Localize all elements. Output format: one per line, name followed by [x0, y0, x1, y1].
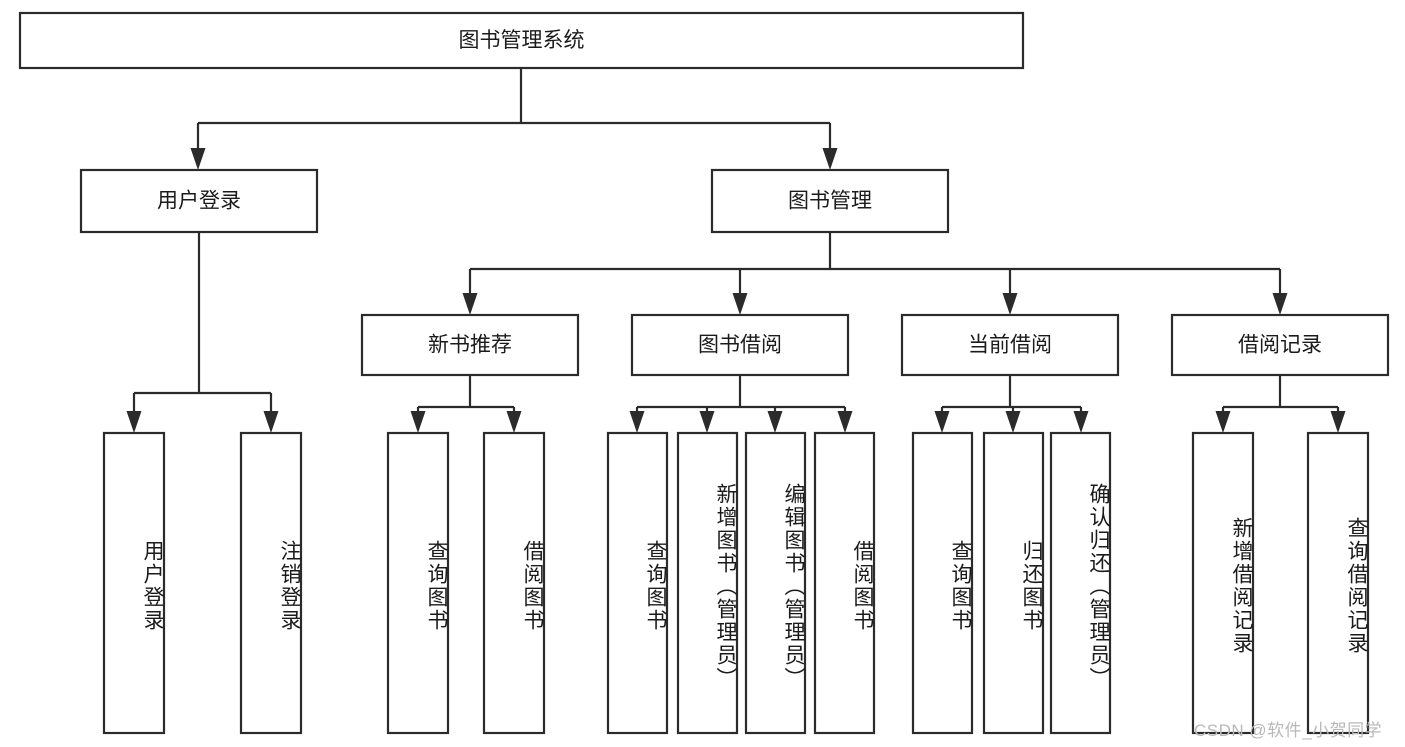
root-arrow-1-head	[822, 148, 838, 170]
book_borrow-arrow-2-head	[767, 411, 783, 433]
node-box-leaf-add-borrow-record[interactable]	[1191, 431, 1255, 735]
node-label-borrow-record: 借阅记录	[1238, 334, 1322, 357]
node-box-user-login[interactable]	[79, 168, 319, 234]
book_borrow-arrow-0-head	[629, 411, 645, 433]
book-manage-arrow-1-head	[732, 293, 748, 315]
user-login-arrow-1-head	[263, 411, 279, 433]
node-box-borrow-record[interactable]	[1170, 313, 1390, 377]
new_book-arrow-1-head	[506, 411, 522, 433]
root-arrow-0-head	[190, 148, 206, 170]
book-manage-arrow-3-head	[1272, 293, 1288, 315]
node-box-leaf-query-borrow-record[interactable]	[1306, 431, 1370, 735]
node-box-leaf-return-book[interactable]	[982, 431, 1045, 735]
node-box-root[interactable]	[18, 11, 1025, 70]
user-login-arrow-0-head	[126, 411, 142, 433]
node-label-current-borrow: 当前借阅	[968, 334, 1052, 357]
node-box-leaf-logout-login[interactable]	[239, 431, 303, 735]
current_borrow-arrow-0-head	[934, 411, 950, 433]
current_borrow-arrow-1-head	[1005, 411, 1021, 433]
node-box-leaf-query-book-2[interactable]	[606, 431, 669, 735]
book-manage-arrow-2-head	[1002, 293, 1018, 315]
node-label-new-book-recommend: 新书推荐	[428, 334, 512, 357]
node-box-leaf-query-book-3[interactable]	[911, 431, 974, 735]
borrow_record-arrow-1-head	[1330, 411, 1346, 433]
node-box-leaf-add-book[interactable]	[676, 431, 739, 735]
node-label-root: 图书管理系统	[459, 29, 585, 52]
book_borrow-arrow-3-head	[837, 411, 853, 433]
node-box-current-borrow[interactable]	[900, 313, 1120, 377]
node-box-leaf-borrow-book-1[interactable]	[482, 431, 546, 735]
node-label-user-login: 用户登录	[157, 190, 241, 213]
boxes-layer	[18, 11, 1390, 735]
node-box-new-book-recommend[interactable]	[360, 313, 580, 377]
connectors-layer	[126, 68, 1346, 433]
csdn-watermark: CSDN @软件_小贺同学	[1194, 721, 1383, 740]
node-label-book-manage: 图书管理	[788, 190, 872, 213]
borrow_record-arrow-0-head	[1215, 411, 1231, 433]
node-box-leaf-borrow-book-2[interactable]	[813, 431, 876, 735]
current_borrow-arrow-2-head	[1073, 411, 1089, 433]
node-box-leaf-edit-book[interactable]	[744, 431, 807, 735]
node-box-book-manage[interactable]	[710, 168, 950, 234]
book_borrow-arrow-1-head	[699, 411, 715, 433]
new_book-arrow-0-head	[410, 411, 426, 433]
node-label-book-borrow: 图书借阅	[698, 334, 782, 357]
node-box-leaf-query-book-1[interactable]	[386, 431, 450, 735]
node-box-leaf-confirm-return[interactable]	[1049, 431, 1112, 735]
book-manage-arrow-0-head	[462, 293, 478, 315]
node-box-book-borrow[interactable]	[630, 313, 850, 377]
node-box-leaf-user-login[interactable]	[102, 431, 166, 735]
